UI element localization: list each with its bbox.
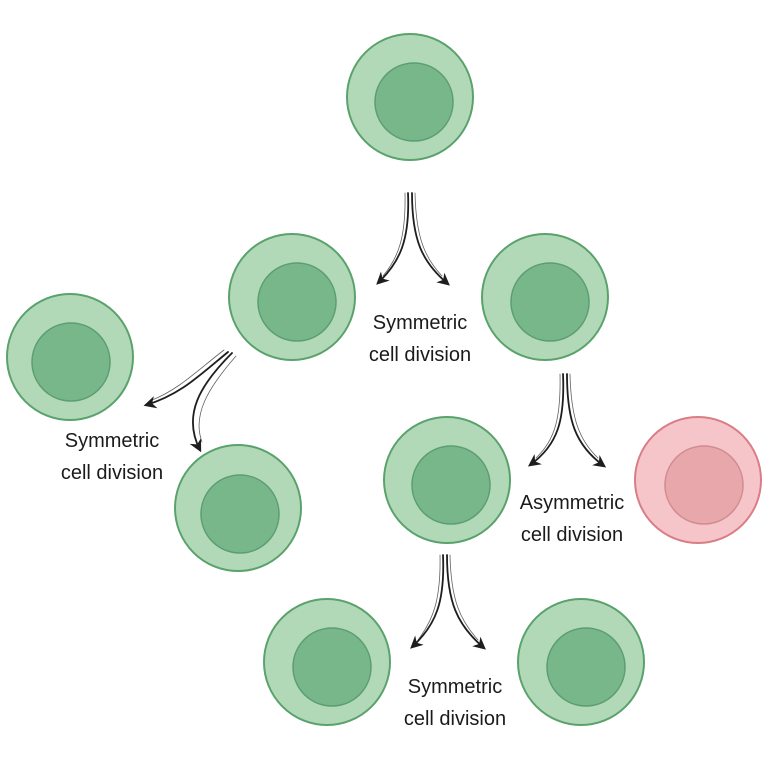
label-right-line1: Asymmetric [519,492,625,514]
stem-cell-gen3-far-left [6,293,134,421]
label-left-line1: Symmetric [64,430,160,452]
arrow-pair-left [143,349,237,453]
label-top-line1: Symmetric [372,312,468,334]
label-top-line2: cell division [368,344,472,366]
label-bottom-line1: Symmetric [407,676,503,698]
label-left-line2: cell division [60,462,164,484]
label-bottom-division: Symmetric cell division [370,671,540,735]
stem-cell-gen2-left [228,233,356,361]
arrow-top-to-left [376,192,410,285]
arrow-pair-top [376,192,450,286]
arrow-pair-right [527,373,607,468]
arrow-to-bottom-right [446,554,486,650]
label-left-division: Symmetric cell division [27,425,197,489]
stem-cell-gen4-left [263,598,391,726]
arrow-to-bottom-left [410,554,445,649]
label-bottom-line2: cell division [403,708,507,730]
label-right-division: Asymmetric cell division [487,487,657,551]
arrow-pair-bottom [410,554,486,650]
arrow-top-to-right [411,192,450,286]
arrow-to-differentiated [566,373,607,468]
stem-cell-gen3-left [174,444,302,572]
arrow-to-center [527,373,565,467]
differentiated-cell [634,416,762,544]
label-right-line2: cell division [520,524,624,546]
parent-stem-cell [346,33,474,161]
stem-cell-gen2-right [481,233,609,361]
label-top-division: Symmetric cell division [335,307,505,371]
stem-cell-gen3-center [383,416,511,544]
arrow-to-left-lower [189,352,233,453]
stem-cell-gen4-right [517,598,645,726]
arrow-to-far-left [143,351,229,409]
